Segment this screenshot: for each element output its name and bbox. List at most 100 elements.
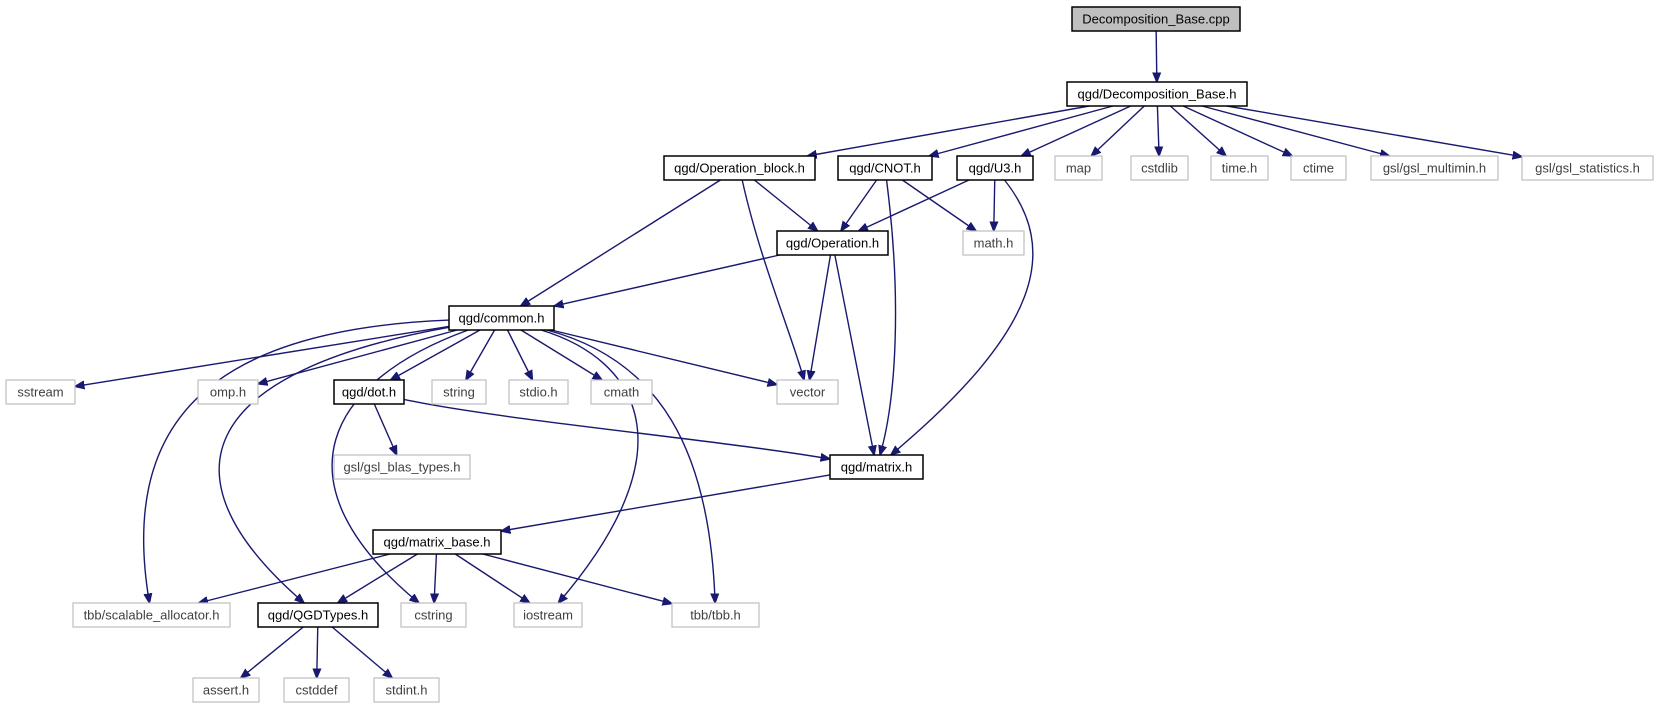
include-edge-decomp_h-to-map [1091, 105, 1145, 156]
node-cstring: cstring [400, 602, 467, 628]
node-box [508, 379, 569, 405]
node-box [72, 602, 231, 628]
include-edge-common-to-cstring [331, 329, 469, 603]
include-edge-decomp_h-to-cnot [929, 105, 1114, 156]
include-edge-common-to-tbbsa [142, 319, 450, 603]
node-tbbsa: tbb/scalable_allocator.h [72, 602, 231, 628]
node-box [333, 454, 471, 480]
include-edge-cnot-to-operation [841, 179, 878, 231]
edge-layer [75, 30, 1522, 678]
include-edge-root-to-decomp_h [1156, 30, 1157, 82]
node-box [962, 230, 1025, 256]
node-label: iostream [523, 608, 573, 623]
node-box [956, 155, 1034, 181]
node-label: omp.h [210, 385, 246, 400]
node-label: qgd/U3.h [969, 161, 1022, 176]
include-edge-common-to-iostream [540, 329, 639, 603]
include-edge-u3-to-math [994, 179, 995, 231]
node-box [373, 677, 440, 703]
node-label: cstring [414, 608, 452, 623]
include-edge-op_block-to-common [521, 179, 721, 306]
node-time: time.h [1210, 155, 1269, 181]
node-label: vector [790, 385, 826, 400]
node-label: qgd/matrix_base.h [384, 535, 491, 550]
node-label: qgd/Operation_block.h [674, 161, 805, 176]
include-edge-u3-to-matrix [891, 179, 1034, 455]
node-label: Decomposition_Base.cpp [1082, 12, 1229, 27]
node-box [837, 155, 933, 181]
node-box [333, 379, 405, 405]
node-sstream: sstream [5, 379, 76, 405]
node-box [448, 305, 555, 331]
include-edge-operation-to-common [554, 254, 780, 306]
include-edge-matrix_base-to-iostream [454, 553, 530, 603]
include-edge-common-to-tbb [546, 329, 715, 603]
node-label: cstddef [296, 683, 338, 698]
node-label: tbb/tbb.h [690, 608, 741, 623]
node-box [1066, 81, 1248, 107]
node-label: stdint.h [386, 683, 428, 698]
node-vector: vector [776, 379, 839, 405]
node-u3[interactable]: qgd/U3.h [956, 155, 1034, 181]
node-decomp-h[interactable]: qgd/Decomposition_Base.h [1066, 81, 1248, 107]
node-assert: assert.h [192, 677, 260, 703]
node-matrix-base[interactable]: qgd/matrix_base.h [372, 529, 502, 555]
node-cstdlib: cstdlib [1130, 155, 1189, 181]
include-edge-decomp_h-to-statistics [1226, 105, 1522, 157]
node-root[interactable]: Decomposition_Base.cpp [1071, 6, 1241, 32]
node-box [776, 379, 839, 405]
include-edge-dot-to-matrix [403, 398, 830, 458]
include-edge-common-to-dot [390, 329, 481, 380]
node-op-block[interactable]: qgd/Operation_block.h [663, 155, 816, 181]
include-edge-matrix_base-to-tbb [482, 553, 672, 604]
node-qgdtypes[interactable]: qgd/QGDTypes.h [257, 602, 379, 628]
node-box [283, 677, 350, 703]
node-map: map [1054, 155, 1103, 181]
node-box [5, 379, 76, 405]
include-edge-op_block-to-operation [753, 179, 817, 231]
node-label: cmath [604, 385, 639, 400]
include-edge-decomp_h-to-multimin [1201, 105, 1390, 156]
include-edge-decomp_h-to-ctime [1182, 105, 1292, 156]
node-box [513, 602, 583, 628]
node-label: gsl/gsl_multimin.h [1383, 161, 1486, 176]
node-box [197, 379, 259, 405]
include-edge-qgdtypes-to-stdint [331, 626, 392, 678]
node-cnot[interactable]: qgd/CNOT.h [837, 155, 933, 181]
node-common[interactable]: qgd/common.h [448, 305, 555, 331]
node-string: string [431, 379, 487, 405]
include-edge-matrix_base-to-qgdtypes [338, 553, 418, 603]
include-edge-matrix-to-matrix_base [501, 474, 831, 531]
node-iostream: iostream [513, 602, 583, 628]
node-box [590, 379, 653, 405]
node-matrix[interactable]: qgd/matrix.h [829, 454, 924, 480]
node-label: tbb/scalable_allocator.h [84, 608, 220, 623]
node-box [257, 602, 379, 628]
include-edge-operation-to-matrix [834, 254, 874, 455]
node-box [431, 379, 487, 405]
include-edge-decomp_h-to-u3 [1021, 105, 1132, 156]
node-dot[interactable]: qgd/dot.h [333, 379, 405, 405]
node-label: qgd/matrix.h [841, 460, 913, 475]
include-edge-common-to-vector [550, 329, 777, 385]
node-box [663, 155, 816, 181]
node-cmath: cmath [590, 379, 653, 405]
node-ctime: ctime [1290, 155, 1347, 181]
node-label: string [443, 385, 475, 400]
node-cstddef: cstddef [283, 677, 350, 703]
node-box [400, 602, 467, 628]
node-operation[interactable]: qgd/Operation.h [776, 230, 889, 256]
include-edge-decomp_h-to-cstdlib [1157, 105, 1159, 156]
node-box [829, 454, 924, 480]
node-label: qgd/Operation.h [786, 236, 879, 251]
node-stdint: stdint.h [373, 677, 440, 703]
node-box [1071, 6, 1241, 32]
include-edge-qgdtypes-to-cstddef [317, 626, 318, 678]
node-label: ctime [1303, 161, 1334, 176]
include-edge-cnot-to-matrix [880, 179, 897, 455]
include-edge-operation-to-vector [810, 254, 832, 380]
node-multimin: gsl/gsl_multimin.h [1370, 155, 1499, 181]
include-edge-dot-to-blas [373, 403, 396, 455]
node-label: qgd/Decomposition_Base.h [1078, 87, 1237, 102]
